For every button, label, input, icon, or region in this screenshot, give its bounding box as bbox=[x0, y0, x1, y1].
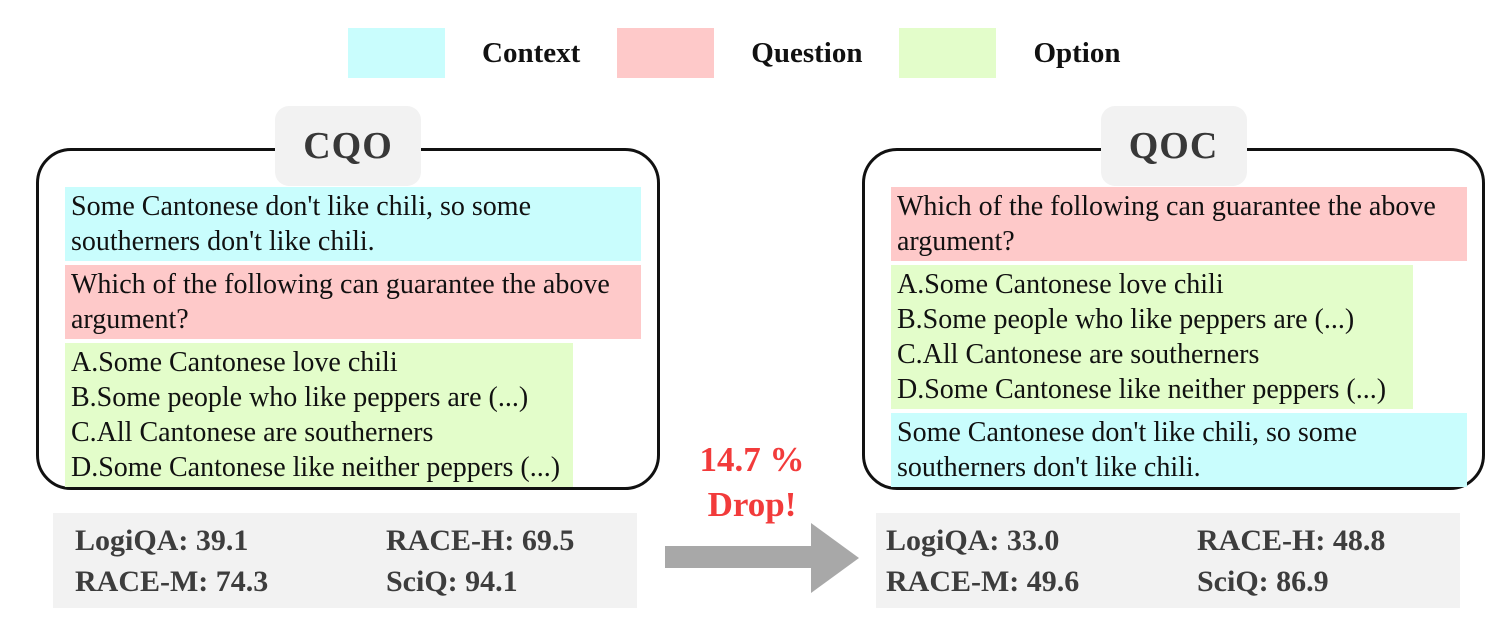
cqo-question-line: argument? bbox=[71, 304, 189, 335]
cqo-option-c: C.All Cantonese are southerners bbox=[71, 417, 434, 448]
cqo-score-race-h: RACE-H: 69.5 bbox=[386, 523, 575, 557]
legend: Context Question Option bbox=[348, 28, 1120, 78]
cqo-score-sciq: SciQ: 94.1 bbox=[386, 564, 518, 598]
qoc-context-line: southerners don't like chili. bbox=[897, 452, 1201, 483]
panel-qoc: QOC Which of the following can guarantee… bbox=[862, 106, 1485, 490]
qoc-score-race-h: RACE-H: 48.8 bbox=[1197, 523, 1386, 557]
qoc-option-c: C.All Cantonese are southerners bbox=[897, 339, 1260, 370]
qoc-options-block: A.Some Cantonese love chili B.Some peopl… bbox=[891, 265, 1413, 409]
cqo-score-box: LogiQA: 39.1 RACE-H: 69.5 RACE-M: 74.3 S… bbox=[53, 513, 637, 608]
option-color-swatch bbox=[899, 28, 997, 78]
qoc-question-block: Which of the following can guarantee the… bbox=[891, 187, 1467, 261]
cqo-option-d: D.Some Cantonese like neither peppers (.… bbox=[71, 452, 561, 483]
qoc-question-line: argument? bbox=[897, 226, 1015, 257]
cqo-score-race-m: RACE-M: 74.3 bbox=[75, 564, 269, 598]
cqo-question-line: Which of the following can guarantee the… bbox=[71, 269, 610, 300]
cqo-option-b: B.Some people who like peppers are (...) bbox=[71, 382, 529, 413]
qoc-score-logiqa: LogiQA: 33.0 bbox=[886, 523, 1060, 557]
qoc-score-box: LogiQA: 33.0 RACE-H: 48.8 RACE-M: 49.6 S… bbox=[876, 513, 1460, 608]
panel-cqo: CQO Some Cantonese don't like chili, so … bbox=[36, 106, 660, 490]
qoc-context-line: Some Cantonese don't like chili, so some bbox=[897, 417, 1357, 448]
cqo-context-line: Some Cantonese don't like chili, so some bbox=[71, 191, 531, 222]
cqo-context-block: Some Cantonese don't like chili, so some… bbox=[65, 187, 641, 261]
qoc-score-race-m: RACE-M: 49.6 bbox=[886, 564, 1080, 598]
drop-word-text: Drop! bbox=[707, 485, 797, 524]
qoc-option-d: D.Some Cantonese like neither peppers (.… bbox=[897, 374, 1387, 405]
legend-item-option: Option bbox=[899, 28, 1120, 78]
right-arrow-head-icon bbox=[811, 523, 859, 593]
legend-item-context: Context bbox=[348, 28, 580, 78]
qoc-option-b: B.Some people who like peppers are (...) bbox=[897, 304, 1355, 335]
cqo-option-a: A.Some Cantonese love chili bbox=[71, 347, 398, 378]
qoc-question-line: Which of the following can guarantee the… bbox=[897, 191, 1436, 222]
cqo-options-block: A.Some Cantonese love chili B.Some peopl… bbox=[65, 343, 573, 487]
legend-label-question: Question bbox=[751, 36, 863, 69]
cqo-context-line: southerners don't like chili. bbox=[71, 226, 375, 257]
qoc-context-block: Some Cantonese don't like chili, so some… bbox=[891, 413, 1467, 487]
legend-label-option: Option bbox=[1033, 36, 1121, 69]
context-color-swatch bbox=[348, 28, 445, 78]
cqo-question-block: Which of the following can guarantee the… bbox=[65, 265, 641, 339]
cqo-score-logiqa: LogiQA: 39.1 bbox=[75, 523, 249, 557]
panel-qoc-body: Which of the following can guarantee the… bbox=[865, 151, 1482, 487]
drop-label: 14.7 % Drop! bbox=[652, 437, 852, 527]
right-arrow-body bbox=[665, 546, 812, 568]
question-color-swatch bbox=[617, 28, 715, 78]
panel-qoc-title: QOC bbox=[1100, 106, 1247, 186]
legend-label-context: Context bbox=[482, 36, 581, 69]
qoc-score-sciq: SciQ: 86.9 bbox=[1197, 564, 1329, 598]
panel-cqo-title: CQO bbox=[275, 106, 421, 186]
drop-percent-text: 14.7 % bbox=[699, 440, 805, 479]
qoc-option-a: A.Some Cantonese love chili bbox=[897, 269, 1224, 300]
legend-item-question: Question bbox=[617, 28, 862, 78]
panel-cqo-body: Some Cantonese don't like chili, so some… bbox=[39, 151, 657, 487]
